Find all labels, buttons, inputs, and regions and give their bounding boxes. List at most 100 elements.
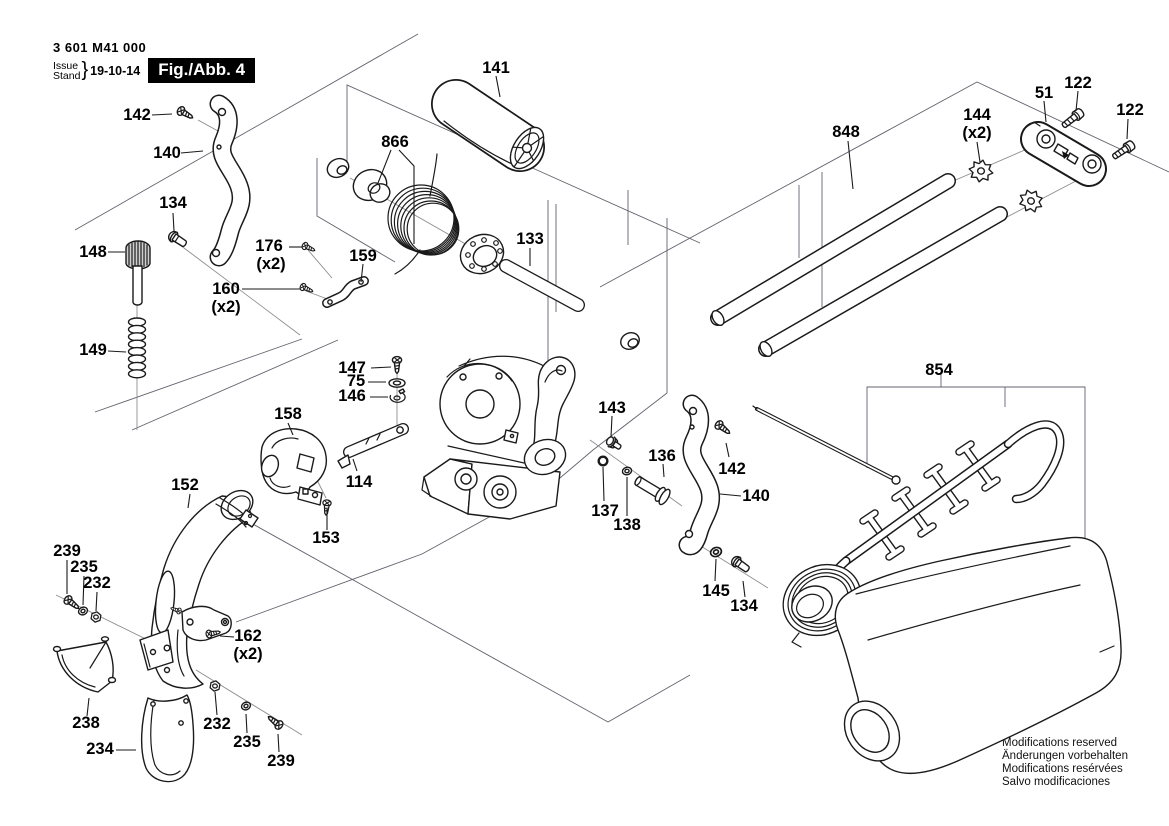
part-label-232-bottom: 232 <box>203 715 231 733</box>
issue-word: Issue <box>53 59 79 72</box>
part-238-deflector <box>52 636 117 693</box>
screw-142-left <box>175 104 196 123</box>
part-label-147: 147 <box>338 359 366 377</box>
part-label-133: 133 <box>516 230 544 248</box>
washer-235-bottom <box>239 700 253 712</box>
coil-spring <box>387 153 460 275</box>
part-label-122-a: 122 <box>1064 74 1092 92</box>
part-label-158: 158 <box>274 405 302 423</box>
note-es: Salvo modificaciones <box>1002 776 1111 788</box>
part-label-232-top: 232 <box>83 574 111 592</box>
screw-147 <box>391 355 403 375</box>
modification-notes: Modifications reserved Änderungen vorbeh… <box>1002 737 1128 789</box>
part-label-138: 138 <box>613 516 641 534</box>
screw-239-bottom <box>264 712 286 732</box>
part-label-114: 114 <box>346 473 373 491</box>
part-149-spring <box>127 317 147 379</box>
part-label-134-right: 134 <box>730 597 758 615</box>
brace-glyph: } <box>81 59 89 81</box>
part-main-casting <box>421 355 576 520</box>
issue-stand-words: Issue Stand <box>53 59 81 82</box>
part-number: 3 601 M41 000 <box>53 40 147 55</box>
part-label-142-right: 142 <box>718 460 746 478</box>
construction-lines <box>74 33 1169 723</box>
part-848-rods <box>710 181 1000 358</box>
screw-176 <box>300 240 317 255</box>
part-140-arm-right <box>686 404 711 546</box>
part-854-bag <box>834 536 1122 774</box>
part-label-145: 145 <box>702 582 730 600</box>
part-label-144-qty: (x2) <box>962 124 991 142</box>
part-label-140-left: 140 <box>153 144 181 162</box>
part-label-122-b: 122 <box>1116 101 1144 119</box>
part-label-136: 136 <box>648 447 676 465</box>
pin-136 <box>634 476 671 506</box>
screw-142-right <box>712 418 734 438</box>
part-146-clip <box>389 388 406 403</box>
washer-145 <box>708 545 724 559</box>
bolt-134-right <box>728 553 753 576</box>
part-75-washer <box>388 378 406 388</box>
part-label-75: 75 <box>347 372 365 390</box>
part-label-148: 148 <box>79 243 107 261</box>
part-label-51: 51 <box>1035 84 1053 102</box>
star-washer-144-b <box>1014 184 1048 218</box>
part-label-848: 848 <box>832 123 860 141</box>
part-51-end-plate <box>1026 122 1101 173</box>
part-141-roller <box>444 104 550 174</box>
part-label-239-bottom: 239 <box>267 752 295 770</box>
part-label-140-right: 140 <box>742 487 770 505</box>
part-159-bracket <box>327 280 364 304</box>
note-fr: Modifications resérvées <box>1002 763 1123 775</box>
nut-232-bottom <box>209 679 221 693</box>
part-label-152: 152 <box>171 476 199 494</box>
part-label-159: 159 <box>349 247 377 265</box>
note-de: Änderungen vorbehalten <box>1002 750 1128 762</box>
issue-row: Issue Stand } 19-10-14 Fig./Abb. 4 <box>53 58 256 83</box>
part-label-162: 162 <box>234 627 262 645</box>
part-label-176-qty: (x2) <box>256 255 285 273</box>
oring-137 <box>597 455 609 467</box>
part-label-176: 176 <box>255 237 283 255</box>
part-label-162-qty: (x2) <box>233 645 262 663</box>
part-label-866: 866 <box>381 133 409 151</box>
part-label-234: 234 <box>86 740 114 758</box>
part-label-142-left: 142 <box>123 106 151 124</box>
part-label-143: 143 <box>598 399 626 417</box>
leader-lines <box>66 75 1129 753</box>
part-label-235-top: 235 <box>70 558 98 576</box>
part-label-160-qty: (x2) <box>211 298 240 316</box>
stand-word: Stand <box>53 69 81 82</box>
part-148-knob <box>125 240 151 306</box>
part-114-latch-plate <box>337 427 403 469</box>
issue-date: 19-10-14 <box>90 63 141 78</box>
part-label-146: 146 <box>338 387 366 405</box>
part-label-153: 153 <box>312 529 340 547</box>
part-label-239-top: 239 <box>53 542 81 560</box>
part-label-149: 149 <box>79 341 107 359</box>
figure-label: Fig./Abb. 4 <box>148 58 256 83</box>
note-en: Modifications reserved <box>1002 737 1118 749</box>
star-washer-144-a <box>966 157 996 185</box>
bearing <box>459 233 505 275</box>
bolt-134-left <box>165 228 190 250</box>
part-label-160: 160 <box>212 280 240 298</box>
part-140-arm-left <box>213 104 242 257</box>
screw-122-b <box>1109 138 1138 163</box>
part-234-guard <box>140 694 195 783</box>
part-label-854: 854 <box>925 361 953 379</box>
part-label-134-left: 134 <box>159 194 187 212</box>
part-label-238: 238 <box>72 714 100 732</box>
part-label-137: 137 <box>591 502 619 520</box>
bolt-143 <box>605 436 622 450</box>
washer-138 <box>620 465 634 477</box>
part-label-144: 144 <box>963 106 991 124</box>
part-866-spring-assembly <box>326 153 505 275</box>
part-label-141: 141 <box>482 59 510 77</box>
part-label-235-bottom: 235 <box>233 733 261 751</box>
title-block: 3 601 M41 000 Issue Stand } 19-10-14 Fig… <box>53 40 256 83</box>
part-133-pin <box>506 266 640 350</box>
part-854-bag-frame <box>752 405 1060 579</box>
